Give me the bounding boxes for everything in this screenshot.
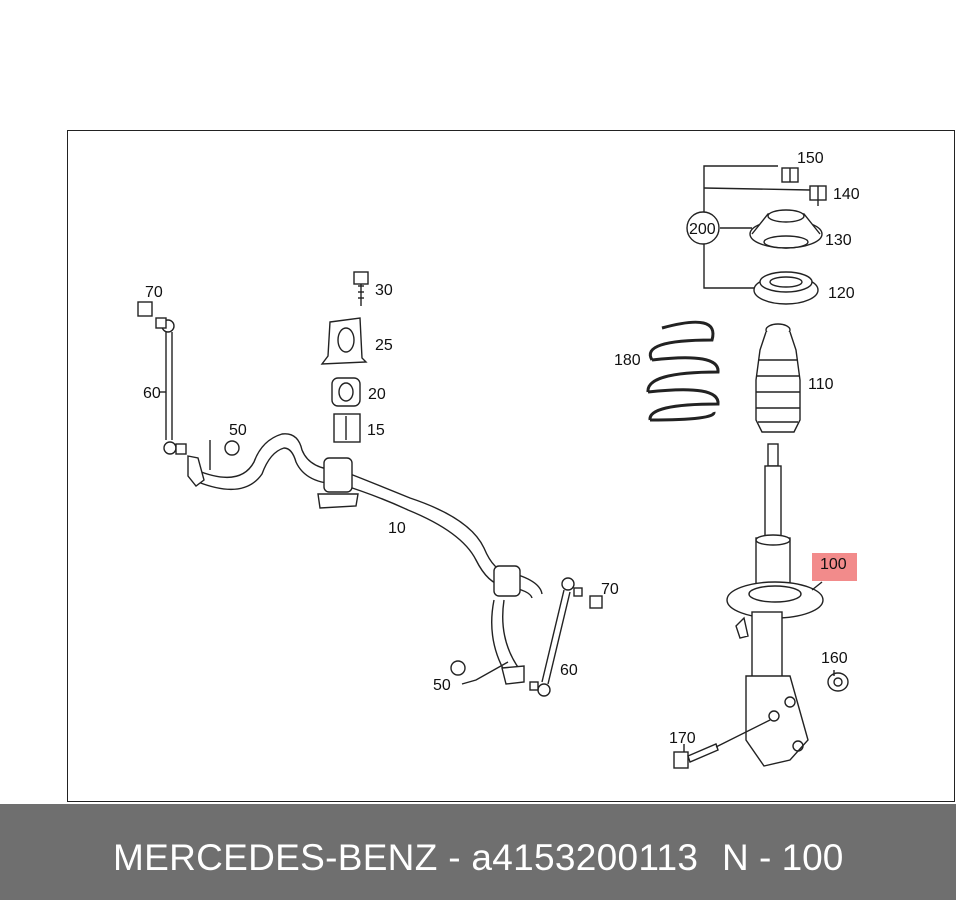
callout-110: 110: [808, 376, 834, 393]
separator: -: [437, 837, 472, 878]
nut-70-right-icon: [589, 595, 603, 609]
bushing-20-icon: [331, 377, 361, 407]
callout-70-left: 70: [145, 284, 163, 301]
callout-30: 30: [375, 282, 393, 299]
bearing-120-icon: [753, 271, 819, 305]
leader-line-120: [703, 244, 760, 289]
nut-160-icon: [827, 672, 849, 692]
leader-line-50-right: [461, 661, 509, 685]
link-rod-60-right-icon: [529, 577, 583, 697]
bolt-140-icon: [809, 185, 827, 206]
parts-diagram: 150 140 200 130 120 180 110 100 160 170 …: [137, 150, 860, 769]
bolt-30-icon: [353, 271, 369, 306]
callout-150: 150: [797, 150, 824, 167]
link-rod-60-left-icon: [155, 317, 187, 455]
bushing-15-icon: [333, 413, 361, 443]
leader-line-100: [811, 581, 823, 591]
nut-50-left-icon: [224, 440, 240, 456]
stabilizer-bar-10-icon: [187, 433, 543, 675]
callout-70-right: 70: [601, 581, 619, 598]
callout-60-right: 60: [560, 662, 578, 679]
brand-name: MERCEDES-BENZ: [113, 837, 438, 878]
callout-60-left: 60: [143, 385, 161, 402]
strut-mount-130-icon: [749, 209, 823, 249]
footer-part-info: MERCEDES-BENZ - a4153200113: [113, 837, 698, 879]
highlight-box-100: [812, 553, 857, 581]
callout-10: 10: [388, 520, 406, 537]
nut-150-icon: [781, 167, 799, 183]
shock-absorber-100-icon: [726, 443, 824, 767]
callout-200: 200: [689, 221, 716, 238]
bolt-170-icon: [673, 719, 771, 769]
callout-15: 15: [367, 422, 385, 439]
bar-bracket-center-icon: [317, 457, 359, 509]
callout-130: 130: [825, 232, 852, 249]
bracket-25-icon: [320, 317, 368, 365]
nut-50-right-icon: [450, 660, 466, 676]
part-number: a4153200113: [471, 837, 699, 878]
dust-boot-110-icon: [755, 323, 801, 433]
footer-bar: MERCEDES-BENZ - a4153200113 N - 100: [0, 804, 956, 900]
callout-50-left: 50: [229, 422, 247, 439]
callout-circle-200: [686, 211, 720, 245]
callout-170: 170: [669, 730, 696, 747]
leader-line-140: [703, 187, 811, 191]
callout-20: 20: [368, 386, 386, 403]
callout-50-right: 50: [433, 677, 451, 694]
callout-140: 140: [833, 186, 860, 203]
nut-70-left-icon: [137, 301, 153, 317]
callout-100: 100: [820, 556, 847, 573]
callout-160: 160: [821, 650, 848, 667]
bar-bracket-right-icon: [493, 565, 525, 685]
leader-line-150: [703, 165, 778, 226]
callout-25: 25: [375, 337, 393, 354]
callout-180: 180: [614, 352, 641, 369]
callout-120: 120: [828, 285, 855, 302]
reference-number: N - 100: [722, 837, 844, 878]
coil-spring-180-icon: [646, 320, 720, 422]
